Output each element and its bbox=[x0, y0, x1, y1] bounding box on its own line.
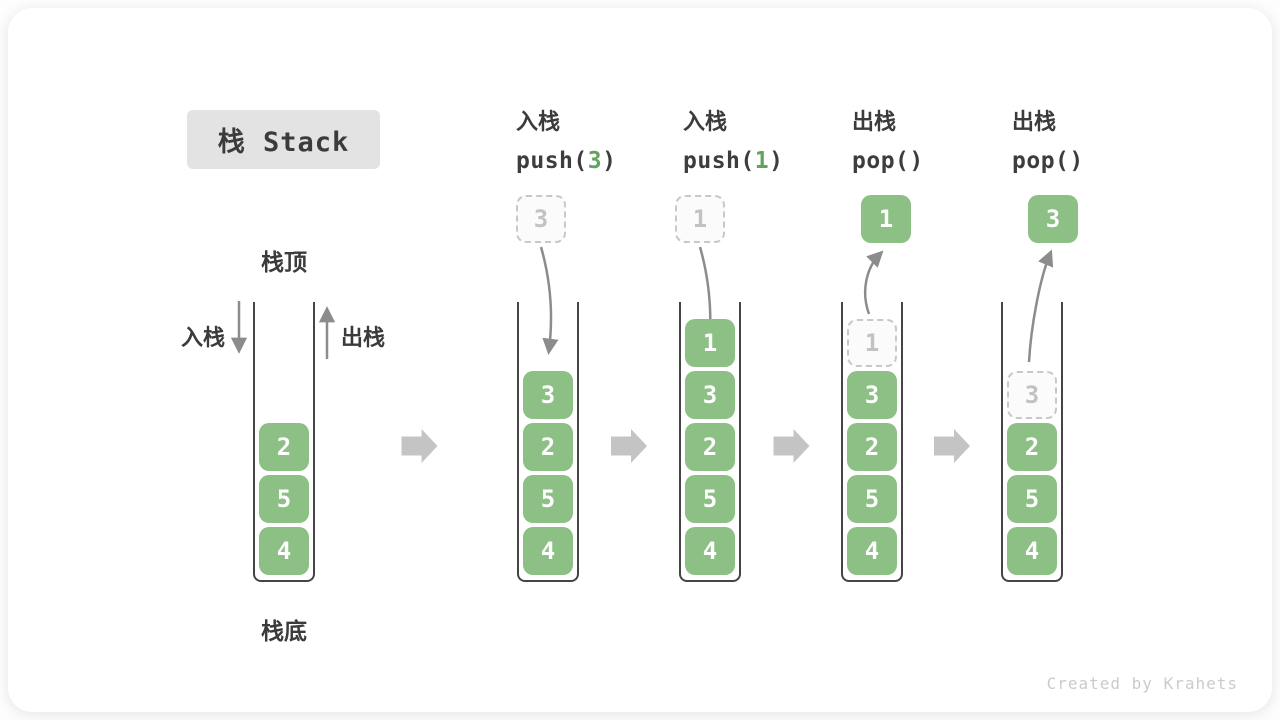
step-header-label: 出栈 bbox=[852, 110, 897, 135]
code-text: pop() bbox=[1012, 148, 1084, 174]
stack-container bbox=[841, 302, 903, 582]
step-header-label: 出栈 bbox=[1012, 110, 1057, 135]
stack-bottom-label: 栈底 bbox=[261, 619, 307, 645]
code-arg: 1 bbox=[754, 148, 770, 174]
stack-element: 4 bbox=[847, 527, 897, 575]
stack-element: 4 bbox=[523, 527, 573, 575]
step-header-code: pop() bbox=[852, 148, 1012, 174]
step-header-push-1: 入栈 push(1) bbox=[683, 104, 843, 174]
step-header-pop-3: 出栈 pop() bbox=[1012, 104, 1172, 174]
stack-element: 5 bbox=[1007, 475, 1057, 523]
stack-container bbox=[517, 302, 579, 582]
stack-element: 5 bbox=[685, 475, 735, 523]
code-text: push( bbox=[683, 148, 755, 174]
stack-element: 2 bbox=[685, 423, 735, 471]
stack-element: 3 bbox=[847, 371, 897, 419]
code-text: push( bbox=[516, 148, 588, 174]
stack-element: 2 bbox=[1007, 423, 1057, 471]
step-header-pop-1: 出栈 pop() bbox=[852, 104, 1012, 174]
stack-element: 2 bbox=[259, 423, 309, 471]
stack-element: 1 bbox=[685, 319, 735, 367]
stack-element: 4 bbox=[1007, 527, 1057, 575]
incoming-element: 1 bbox=[675, 195, 725, 243]
stack-element: 2 bbox=[523, 423, 573, 471]
stack-element: 5 bbox=[523, 475, 573, 523]
stack-element: 3 bbox=[685, 371, 735, 419]
code-text: ) bbox=[602, 148, 617, 174]
step-header-label: 入栈 bbox=[516, 110, 561, 135]
ghost-element: 1 bbox=[847, 319, 897, 367]
code-text: pop() bbox=[852, 148, 924, 174]
stack-container bbox=[1001, 302, 1063, 582]
incoming-element: 3 bbox=[516, 195, 566, 243]
stack-top-label: 栈顶 bbox=[261, 250, 307, 276]
stack-element: 5 bbox=[847, 475, 897, 523]
stack-container bbox=[679, 302, 741, 582]
step-header-push-3: 入栈 push(3) bbox=[516, 104, 676, 174]
step-header-code: push(1) bbox=[683, 148, 843, 174]
step-header-code: push(3) bbox=[516, 148, 676, 174]
popped-element: 1 bbox=[861, 195, 911, 243]
watermark: Created by Krahets bbox=[1046, 674, 1238, 693]
stack-element: 4 bbox=[685, 527, 735, 575]
stack-element: 5 bbox=[259, 475, 309, 523]
stack-element: 4 bbox=[259, 527, 309, 575]
stack-element: 2 bbox=[847, 423, 897, 471]
code-arg: 3 bbox=[587, 148, 603, 174]
code-text: ) bbox=[769, 148, 784, 174]
stack-element: 3 bbox=[523, 371, 573, 419]
pop-direction-label: 出栈 bbox=[341, 326, 386, 351]
diagram-title: 栈 Stack bbox=[187, 110, 380, 169]
step-header-label: 入栈 bbox=[683, 110, 728, 135]
ghost-element: 3 bbox=[1007, 371, 1057, 419]
push-direction-label: 入栈 bbox=[180, 326, 225, 351]
stack-container bbox=[253, 302, 315, 582]
popped-element: 3 bbox=[1028, 195, 1078, 243]
step-header-code: pop() bbox=[1012, 148, 1172, 174]
